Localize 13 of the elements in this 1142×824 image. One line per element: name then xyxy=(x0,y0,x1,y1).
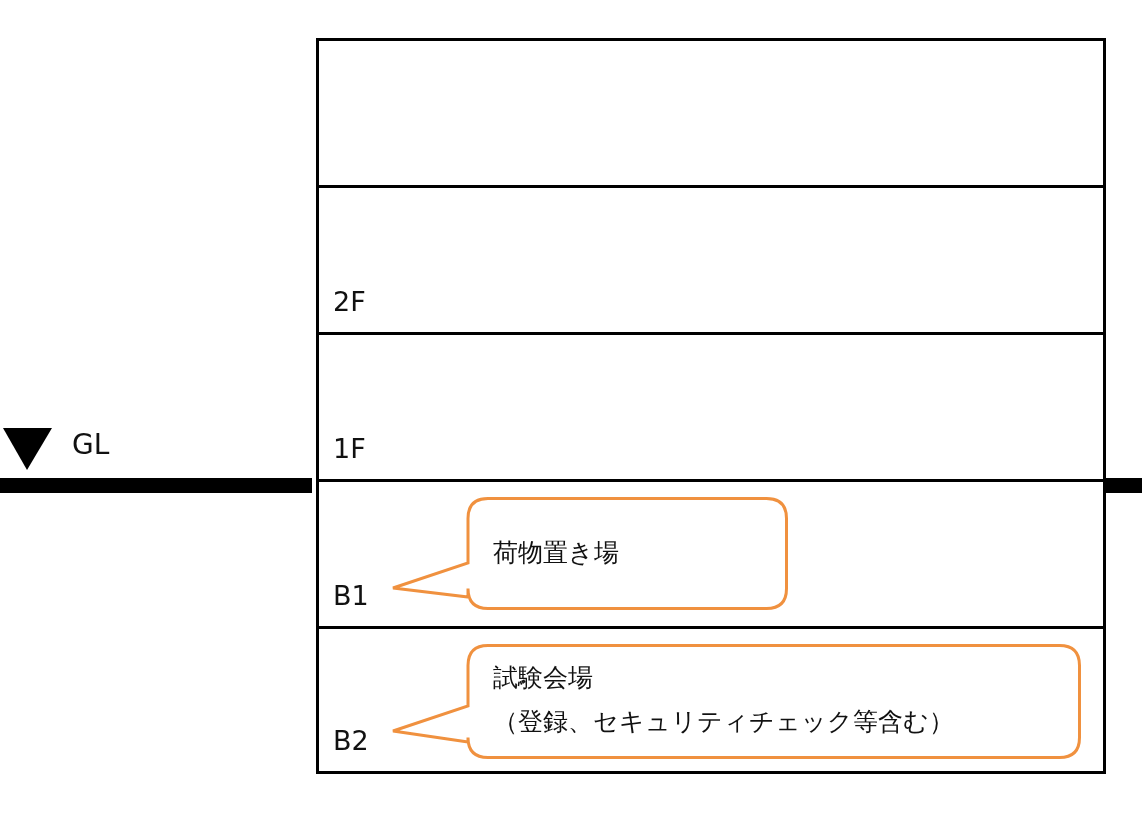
floor-label: B1 xyxy=(333,580,369,612)
floor-band xyxy=(316,479,1106,629)
callout-text: （登録、セキュリティチェック等含む） xyxy=(493,706,954,738)
floor-label: B2 xyxy=(333,725,369,757)
floor-label: 2F xyxy=(333,286,366,318)
level-label: GL xyxy=(72,428,110,462)
floor-band xyxy=(316,185,1106,335)
floor-label: 1F xyxy=(333,433,366,465)
floor-band xyxy=(316,626,1106,774)
floor-band xyxy=(316,332,1106,482)
floor-band xyxy=(316,38,1106,188)
callout-text: 試験会場 xyxy=(493,662,594,694)
callout-text: 荷物置き場 xyxy=(493,537,619,569)
